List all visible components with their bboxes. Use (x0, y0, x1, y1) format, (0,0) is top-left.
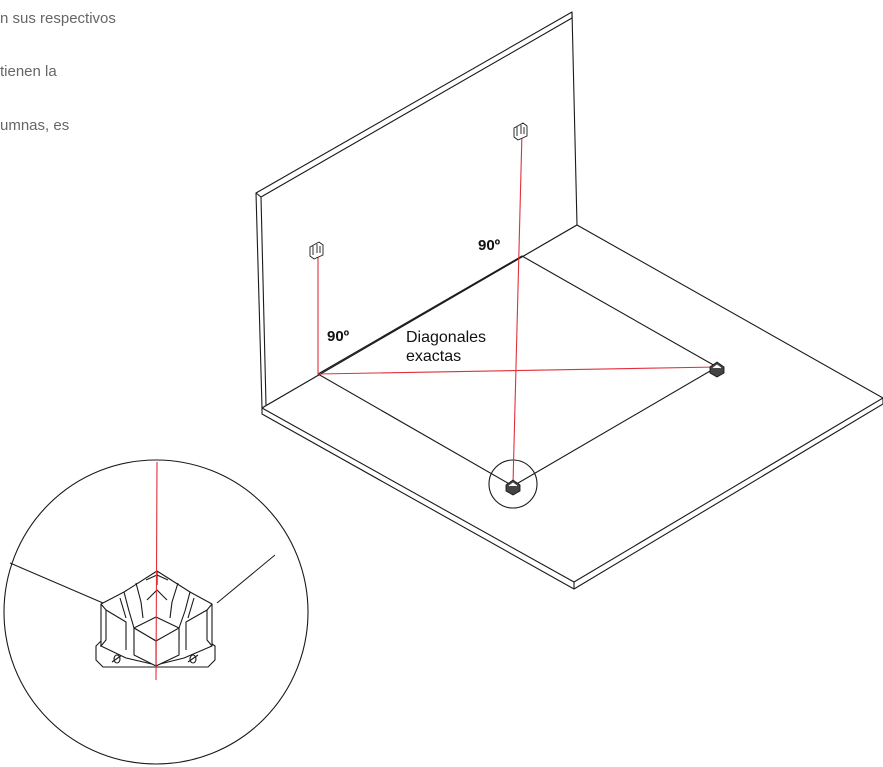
floor-base-icon (709, 361, 725, 378)
laser-diagonal-vertical (512, 131, 523, 485)
angle-label-left: 90º (327, 328, 350, 345)
floor-base-icon (505, 479, 521, 496)
wall-bracket-icon (513, 122, 528, 141)
laser-diagonal-horizontal (317, 366, 718, 375)
laser-detail-line (155, 461, 158, 681)
wall-bracket-icon (309, 241, 324, 260)
diagonals-label-line1: Diagonales (406, 329, 486, 346)
diagonals-label-line2: exactas (406, 348, 461, 365)
magnifier-callout (3, 459, 309, 765)
floor-panel (261, 224, 883, 590)
callout-small-circle (488, 459, 538, 509)
text-fragment-3: umnas, es (0, 117, 70, 134)
text-fragment-2: tienen la (0, 63, 57, 80)
angle-label-right: 90º (478, 237, 501, 254)
text-fragment-1: n sus respectivos (0, 10, 116, 27)
laser-lines (317, 131, 718, 485)
